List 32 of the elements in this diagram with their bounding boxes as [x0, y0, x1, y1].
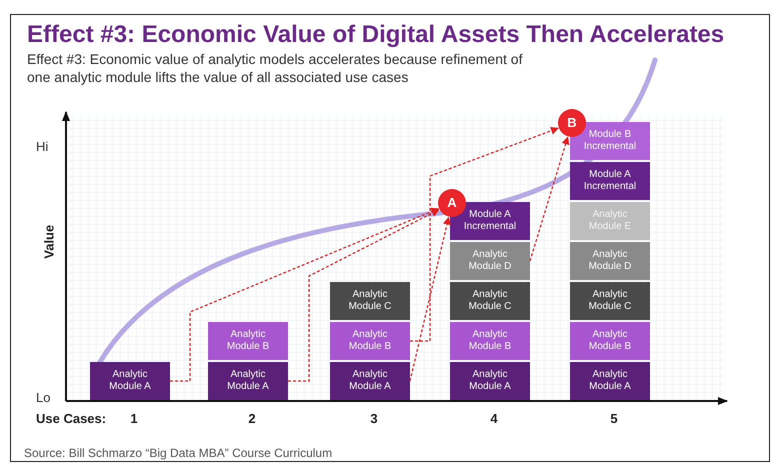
dashed-arrow: [170, 208, 440, 382]
module-block: Analytic Module A: [450, 362, 530, 400]
module-block: Analytic Module B: [330, 322, 410, 360]
module-block: Analytic Module B: [570, 322, 650, 360]
module-block: Analytic Module D: [450, 242, 530, 280]
module-block: Analytic Module D: [570, 242, 650, 280]
module-block: Analytic Module A: [208, 362, 288, 400]
axis-tick-label: 1: [129, 410, 139, 428]
axis-tick-label: Lo: [36, 389, 50, 407]
title: Effect #3: Economic Value of Digital Assets Then Accelerates: [27, 20, 724, 50]
module-block: Module A Incremental: [570, 162, 650, 200]
module-block: Analytic Module B: [208, 322, 288, 360]
dashed-arrow: [410, 126, 559, 342]
subtitle: Effect #3: Economic value of analytic models accelerates because refinement of one analytic module lifts the value of all associated use cases: [27, 50, 524, 86]
axis-tick-label: Hi: [36, 138, 48, 156]
module-block: Analytic Module C: [450, 282, 530, 320]
axis-tick-label: 2: [247, 410, 257, 428]
axis-label: Use Cases:: [36, 410, 106, 428]
dashed-arrow: [288, 209, 440, 382]
source-caption: Source: Bill Schmarzo “Big Data MBA” Course Curriculum: [24, 445, 332, 462]
axis-tick-label: 3: [369, 410, 379, 428]
dashed-arrow: [409, 216, 451, 382]
axis-tick-label: 5: [609, 410, 619, 428]
module-block: Analytic Module C: [570, 282, 650, 320]
module-block: Analytic Module A: [570, 362, 650, 400]
axis-tick-label: 4: [489, 410, 499, 428]
module-block: Analytic Module B: [450, 322, 530, 360]
module-block: Analytic Module A: [90, 362, 170, 400]
module-block: Analytic Module A: [330, 362, 410, 400]
dashed-arrow: [529, 136, 570, 262]
axis-label: Value: [40, 224, 58, 261]
module-block: Analytic Module C: [330, 282, 410, 320]
